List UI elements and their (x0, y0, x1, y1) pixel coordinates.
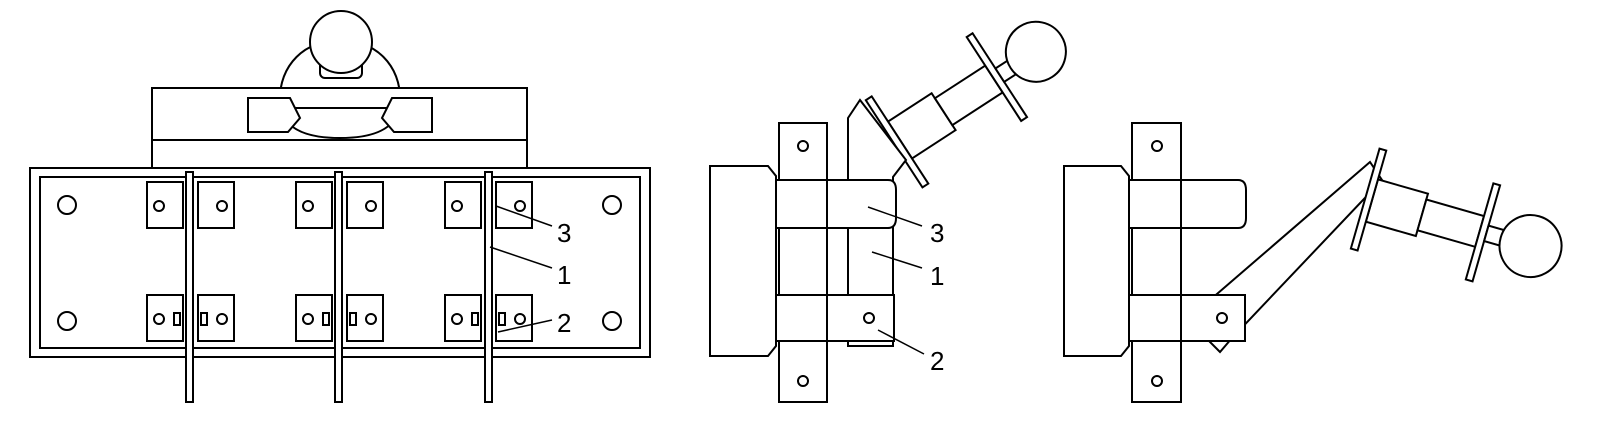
closed-handle-knob (1004, 20, 1067, 83)
top-label-3: 3 (557, 218, 571, 248)
top-mount-hole (602, 195, 622, 215)
open-lower-pivot (1128, 294, 1246, 342)
top-terminal-block (346, 181, 384, 229)
top-terminal-hole (451, 200, 463, 212)
top-terminal-block (197, 181, 235, 229)
top-terminal-hole (153, 313, 165, 325)
top-terminal-block (146, 181, 184, 229)
closed-leader-2 (877, 329, 925, 355)
top-view: 3 1 2 (29, 10, 651, 403)
open-handle-flange (1349, 147, 1388, 252)
closed-lower-pivot (775, 294, 895, 342)
top-blade (334, 171, 343, 403)
top-terminal-block (444, 181, 482, 229)
top-clamp-right (380, 97, 433, 133)
top-terminal-block (346, 294, 384, 342)
top-terminal-block (495, 294, 533, 342)
top-pivot-slot (200, 312, 208, 326)
top-pivot-slot (471, 312, 479, 326)
top-handle-knob (309, 10, 373, 74)
top-terminal-hole (514, 313, 526, 325)
closed-upper-contact (775, 179, 897, 229)
open-bracket-hole (1151, 140, 1163, 152)
top-pivot-slot (322, 312, 330, 326)
closed-leader-3 (867, 206, 923, 227)
open-base-block (1063, 165, 1130, 357)
top-mount-hole (57, 311, 77, 331)
closed-pivot-hole (863, 312, 875, 324)
closed-bracket (778, 122, 828, 403)
top-label-1: 1 (557, 260, 571, 290)
open-handle (1349, 147, 1563, 283)
top-terminal-hole (216, 313, 228, 325)
top-terminal-hole (302, 313, 314, 325)
top-mount-hole (57, 195, 77, 215)
closed-leader-1 (871, 251, 923, 269)
top-terminal-block (146, 294, 184, 342)
top-terminal-hole (302, 200, 314, 212)
closed-base-block (709, 165, 777, 357)
top-mount-hole (602, 311, 622, 331)
top-terminal-hole (365, 200, 377, 212)
open-bracket (1131, 122, 1182, 403)
top-terminal-hole (514, 200, 526, 212)
top-terminal-hole (153, 200, 165, 212)
top-terminal-hole (216, 200, 228, 212)
closed-label-1: 1 (930, 261, 944, 291)
open-handle-knob (1498, 214, 1563, 279)
top-leader-1 (489, 246, 553, 269)
top-terminal-block (197, 294, 235, 342)
top-pivot-slot (173, 312, 181, 326)
top-label-2: 2 (557, 308, 571, 338)
top-terminal-hole (365, 313, 377, 325)
top-terminal-block (444, 294, 482, 342)
top-terminal-block (295, 294, 333, 342)
side-open-view (1063, 122, 1563, 403)
closed-label-3: 3 (930, 218, 944, 248)
closed-handle (864, 20, 1067, 189)
top-blade (484, 171, 493, 403)
top-pivot-slot (349, 312, 357, 326)
top-blade (185, 171, 194, 403)
closed-bracket-hole (797, 375, 809, 387)
open-upper-contact (1128, 179, 1247, 229)
top-terminal-hole (451, 313, 463, 325)
open-bracket-hole (1151, 375, 1163, 387)
open-handle-upper-body (1416, 198, 1486, 249)
top-leader-3 (495, 205, 553, 227)
top-leader-2 (497, 319, 553, 333)
top-clamp-left (247, 97, 302, 133)
closed-label-2: 2 (930, 346, 944, 376)
side-closed-view: 3 1 2 (709, 20, 1067, 403)
top-terminal-block (495, 181, 533, 229)
top-pivot-slot (498, 312, 506, 326)
open-pivot-hole (1216, 312, 1228, 324)
closed-bracket-hole (797, 140, 809, 152)
top-terminal-block (295, 181, 333, 229)
